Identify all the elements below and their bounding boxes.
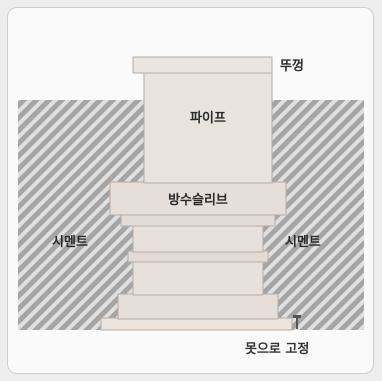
sleeve-label: 방수슬리브 bbox=[168, 192, 228, 208]
sleeve-body-lower bbox=[132, 260, 264, 296]
nail-fix-label: 못으로 고정 bbox=[245, 341, 309, 357]
nail-icon bbox=[293, 315, 301, 329]
base-plate bbox=[100, 317, 293, 331]
sleeve-ring-upper bbox=[120, 213, 276, 227]
sleeve-ring bbox=[127, 250, 269, 263]
cement-left-label: 시멘트 bbox=[52, 234, 88, 250]
cap-label: 뚜껑 bbox=[280, 59, 304, 74]
pipe-label: 파이프 bbox=[190, 110, 226, 126]
sleeve-bottom-flange bbox=[117, 293, 279, 320]
sleeve-body-upper bbox=[132, 224, 264, 253]
pipe bbox=[143, 71, 273, 184]
cement-right-label: 시멘트 bbox=[285, 234, 321, 250]
cap bbox=[132, 56, 273, 74]
